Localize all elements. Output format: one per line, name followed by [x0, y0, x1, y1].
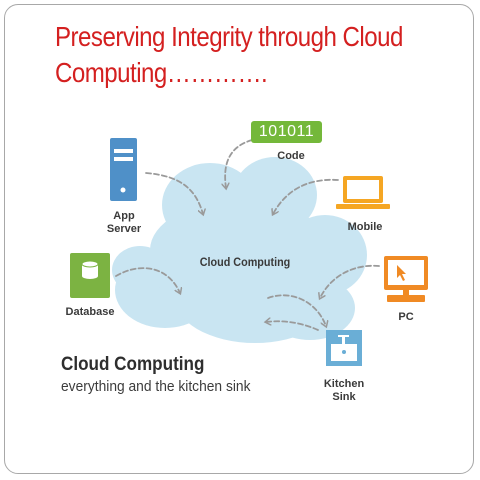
pc-icon: [384, 256, 428, 302]
slide-title: Preserving Integrity through Cloud Compu…: [55, 19, 408, 91]
slide-title-line-1: Preserving Integrity through Cloud: [55, 21, 403, 52]
kitchen-sink-label-line-2: Sink: [332, 391, 356, 403]
server-icon: [110, 138, 137, 201]
kitchen-sink-label: Kitchen Sink: [318, 378, 370, 404]
arrow-sink-to-cloud: [266, 321, 319, 331]
slide-title-line-2: Computing………….: [55, 57, 268, 88]
cloud-center-label: Cloud Computing: [199, 255, 291, 269]
laptop-icon: [336, 176, 390, 209]
database-icon: [70, 253, 110, 298]
kitchen-sink-label-line-1: Kitchen: [323, 378, 365, 390]
slide-frame: Preserving Integrity through Cloud Compu…: [4, 4, 474, 474]
pc-label: PC: [398, 311, 414, 323]
arrow-code-to-cloud: [225, 139, 253, 188]
arrow-cloud-to-sink: [267, 294, 326, 326]
arrow-pc-to-cloud: [320, 264, 380, 298]
app-server-label-line-2: Server: [106, 223, 142, 235]
caption-title: Cloud Computing: [61, 354, 205, 375]
code-badge: 101011: [251, 121, 322, 143]
sink-icon: [326, 330, 362, 366]
app-server-label: App Server: [100, 210, 148, 236]
code-label: Code: [277, 150, 305, 162]
arrow-database-to-cloud: [115, 267, 180, 293]
cloud-shape: [112, 157, 367, 343]
arrow-mobile-to-cloud: [273, 178, 339, 214]
mobile-label: Mobile: [347, 221, 383, 233]
caption-subtitle: everything and the kitchen sink: [61, 378, 251, 395]
database-label: Database: [65, 306, 115, 318]
app-server-label-line-1: App: [113, 210, 135, 222]
arrow-server-to-cloud: [145, 172, 203, 214]
